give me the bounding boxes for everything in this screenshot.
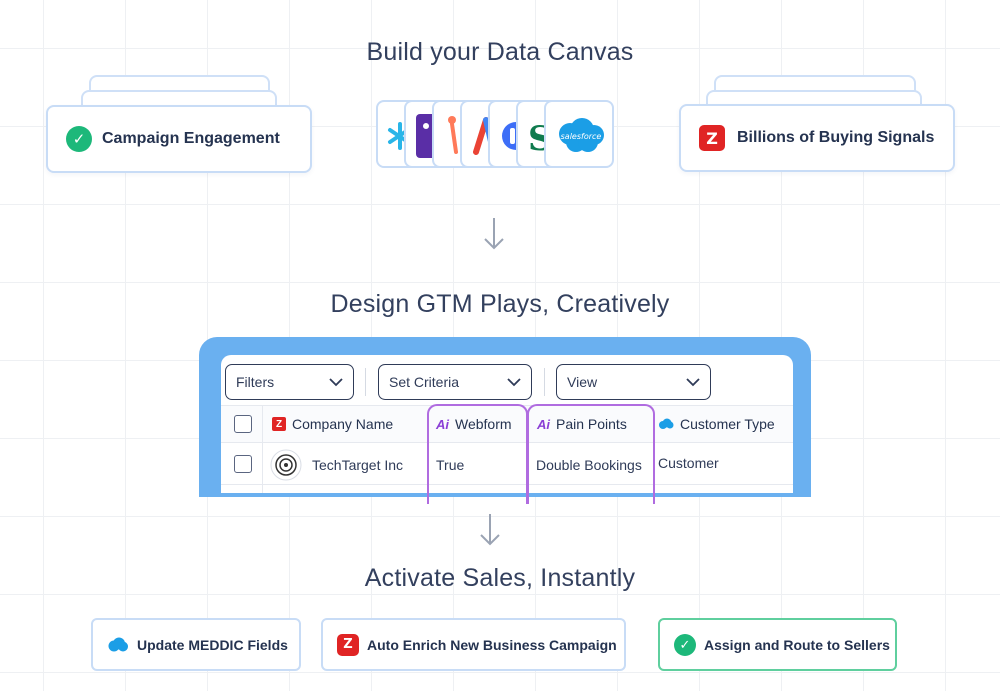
filters-dropdown[interactable]: Filters	[225, 364, 354, 400]
set-criteria-label: Set Criteria	[389, 374, 460, 390]
techtarget-logo-icon	[270, 449, 302, 481]
view-label: View	[567, 374, 598, 390]
salesforce-logo-icon	[108, 637, 128, 651]
down-arrow-icon	[480, 514, 500, 546]
row-checkbox[interactable]	[234, 455, 252, 473]
heading-activate-sales: Activate Sales, Instantly	[364, 564, 636, 592]
zoominfo-logo-icon: Z	[272, 417, 286, 431]
chevron-down-icon	[329, 378, 343, 387]
salesforce-logo-icon: salesforce	[544, 100, 614, 168]
chevron-down-icon	[507, 378, 521, 387]
column-header-pain-points[interactable]: Ai Pain Points	[537, 416, 627, 432]
down-arrow-icon	[484, 218, 504, 250]
company-name-cell: TechTarget Inc	[312, 457, 404, 473]
salesforce-wordmark: salesforce	[561, 132, 602, 141]
table-header-row	[221, 405, 793, 443]
column-header-customer-type[interactable]: Customer Type	[658, 416, 775, 432]
heading-design-gtm-plays: Design GTM Plays, Creatively	[330, 290, 670, 318]
column-label: Pain Points	[556, 416, 627, 432]
buying-signals-card[interactable]: Z Billions of Buying Signals	[679, 104, 955, 172]
view-dropdown[interactable]: View	[556, 364, 711, 400]
pain-points-ai-column	[527, 404, 655, 504]
assign-route-sellers-action[interactable]: ✓ Assign and Route to Sellers	[658, 618, 897, 671]
column-label: Company Name	[292, 416, 394, 432]
action-label: Update MEDDIC Fields	[137, 636, 288, 653]
customer-type-cell: Customer	[658, 455, 719, 471]
update-meddic-fields-action[interactable]: Update MEDDIC Fields	[91, 618, 301, 671]
auto-enrich-campaign-action[interactable]: Z Auto Enrich New Business Campaign	[321, 618, 626, 671]
column-label: Webform	[455, 416, 512, 432]
select-all-checkbox[interactable]	[234, 415, 252, 433]
campaign-engagement-label: Campaign Engagement	[102, 130, 280, 147]
set-criteria-dropdown[interactable]: Set Criteria	[378, 364, 532, 400]
column-header-webform[interactable]: Ai Webform	[436, 416, 512, 432]
ai-icon: Ai	[537, 416, 550, 432]
salesforce-logo-icon	[659, 418, 674, 429]
buying-signals-label: Billions of Buying Signals	[737, 129, 935, 146]
filters-label: Filters	[236, 374, 275, 390]
toolbar-divider	[544, 368, 545, 396]
zoominfo-logo-icon: Z	[699, 125, 725, 151]
table-row[interactable]	[221, 443, 793, 485]
heading-build-data-canvas: Build your Data Canvas	[366, 38, 634, 66]
action-label: Auto Enrich New Business Campaign	[367, 636, 617, 653]
column-divider	[262, 405, 263, 493]
toolbar-divider	[365, 368, 366, 396]
action-label: Assign and Route to Sellers	[704, 636, 890, 653]
webform-cell: True	[436, 457, 465, 473]
check-circle-icon: ✓	[66, 126, 92, 152]
campaign-engagement-card[interactable]: ✓ Campaign Engagement	[46, 105, 312, 173]
ai-icon: Ai	[436, 416, 449, 432]
zoominfo-logo-icon: Z	[337, 633, 359, 656]
column-header-company-name[interactable]: Z Company Name	[272, 416, 393, 432]
chevron-down-icon	[686, 378, 700, 387]
pain-points-cell: Double Bookings	[536, 457, 642, 473]
check-circle-icon: ✓	[674, 633, 696, 656]
column-label: Customer Type	[680, 416, 775, 432]
